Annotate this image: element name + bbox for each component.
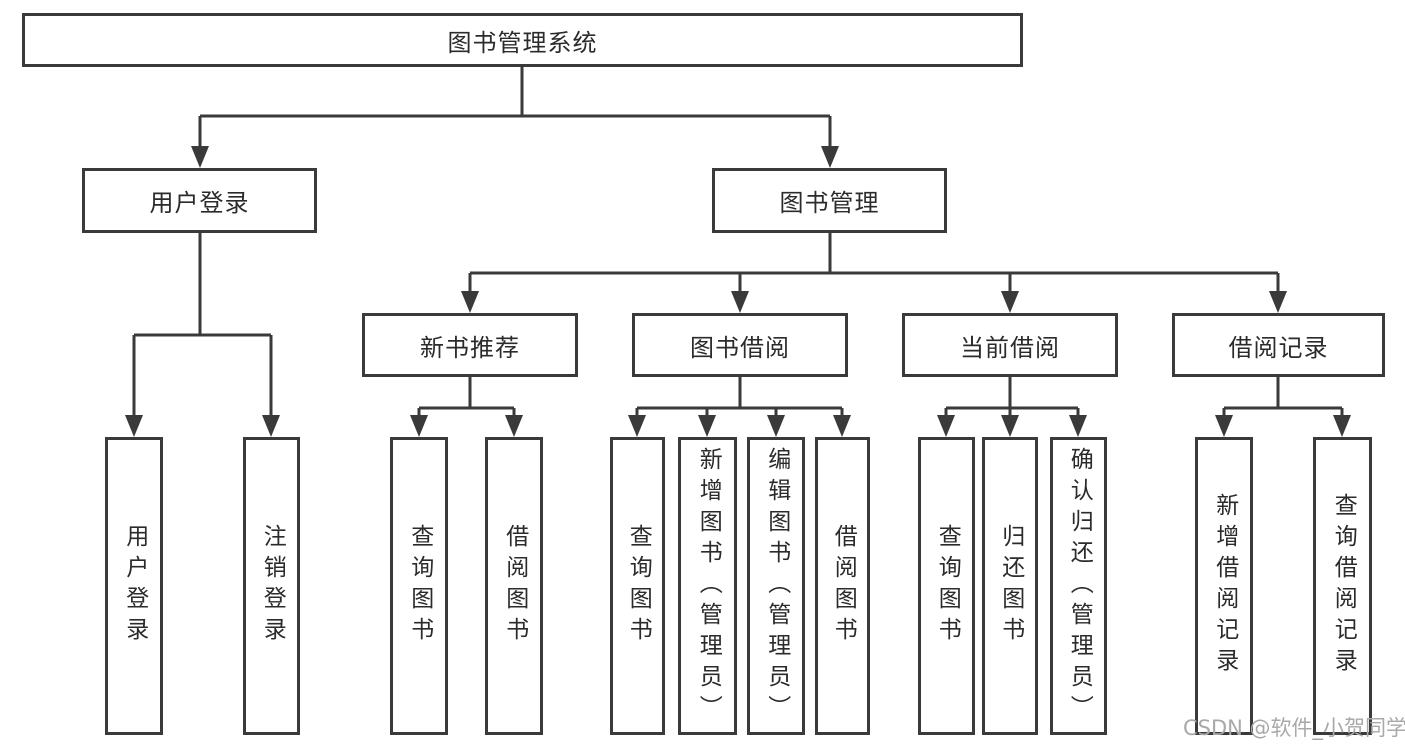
connector-book-mgmt-split: [468, 233, 1280, 295]
arrowhead-icon: [833, 415, 851, 437]
arrowhead-icon: [1215, 415, 1233, 437]
leaf-query-books-current: 查询图书: [918, 437, 975, 735]
node-label: 图书借阅: [690, 333, 790, 362]
arrowhead-icon: [821, 146, 839, 168]
leaf-add-borrow-record: 新增借阅记录: [1195, 437, 1253, 735]
leaf-return-book: 归还图书: [982, 437, 1038, 735]
node-label: 新书推荐: [420, 333, 520, 362]
arrowhead-icon: [410, 415, 428, 437]
leaf-label: 借阅图书: [830, 524, 857, 648]
leaf-query-books-borrowing: 查询图书: [610, 437, 665, 735]
leaf-logout: 注销登录: [243, 437, 300, 735]
leaf-label: 借阅图书: [501, 524, 528, 648]
connector-user-login-split: [132, 233, 273, 419]
arrowhead-icon: [1333, 415, 1351, 437]
arrowhead-icon: [937, 415, 955, 437]
node-label: 用户登录: [149, 189, 250, 217]
connector-borrow-records-split: [1222, 377, 1344, 419]
leaf-confirm-return-admin: 确认归还（管理员）: [1050, 437, 1107, 735]
leaf-label: 新增图书（管理员）: [695, 446, 722, 726]
leaf-label: 查询借阅记录: [1330, 493, 1357, 679]
arrowhead-icon: [262, 415, 280, 437]
node-book-borrowing: 图书借阅: [632, 313, 848, 377]
arrowhead-icon: [1069, 415, 1087, 437]
arrowhead-icon: [191, 146, 209, 168]
arrowhead-icon: [698, 415, 716, 437]
arrowhead-icon: [125, 415, 143, 437]
leaf-borrow-books: 借阅图书: [815, 437, 870, 735]
leaf-label: 编辑图书（管理员）: [763, 446, 790, 726]
leaf-label: 查询图书: [625, 524, 652, 648]
node-label: 图书管理: [779, 189, 880, 217]
leaf-label: 确认归还（管理员）: [1066, 446, 1093, 726]
arrowhead-icon: [1269, 291, 1287, 313]
leaf-label: 新增借阅记录: [1211, 493, 1238, 679]
arrowhead-icon: [461, 291, 479, 313]
arrowhead-icon: [628, 415, 646, 437]
leaf-label: 查询图书: [406, 524, 433, 648]
node-borrowing-records: 借阅记录: [1172, 313, 1385, 377]
node-user-login: 用户登录: [82, 168, 317, 233]
node-current-borrowing: 当前借阅: [902, 313, 1118, 377]
leaf-label: 用户登录: [121, 524, 148, 648]
leaf-label: 注销登录: [259, 524, 286, 648]
leaf-query-borrow-record: 查询借阅记录: [1313, 437, 1372, 735]
arrowhead-icon: [505, 415, 523, 437]
node-label: 借阅记录: [1228, 333, 1329, 362]
arrowhead-icon: [1001, 291, 1019, 313]
leaf-user-login: 用户登录: [105, 437, 163, 735]
node-library-management-system: 图书管理系统: [22, 13, 1023, 67]
connector-root-split: [198, 67, 832, 150]
connector-new-book-split: [417, 377, 516, 419]
connector-book-borrow-split: [635, 377, 844, 419]
csdn-watermark: CSDN @软件_小贺同学: [1183, 716, 1405, 740]
arrowhead-icon: [767, 415, 785, 437]
leaf-label: 查询图书: [934, 524, 961, 648]
arrowheads: [125, 146, 1351, 437]
node-label: 当前借阅: [960, 333, 1060, 362]
leaf-edit-book-admin: 编辑图书（管理员）: [747, 437, 805, 735]
arrowhead-icon: [1001, 415, 1019, 437]
node-new-book-recommendation: 新书推荐: [362, 313, 578, 377]
node-label: 图书管理系统: [447, 28, 598, 57]
arrowhead-icon: [731, 291, 749, 313]
leaf-label: 归还图书: [997, 524, 1024, 648]
leaf-query-books-recommend: 查询图书: [390, 437, 448, 735]
node-book-management: 图书管理: [712, 168, 947, 233]
leaf-add-book-admin: 新增图书（管理员）: [678, 437, 737, 735]
leaf-borrow-books-recommend: 借阅图书: [485, 437, 543, 735]
connector-current-borrow-split: [944, 377, 1080, 419]
